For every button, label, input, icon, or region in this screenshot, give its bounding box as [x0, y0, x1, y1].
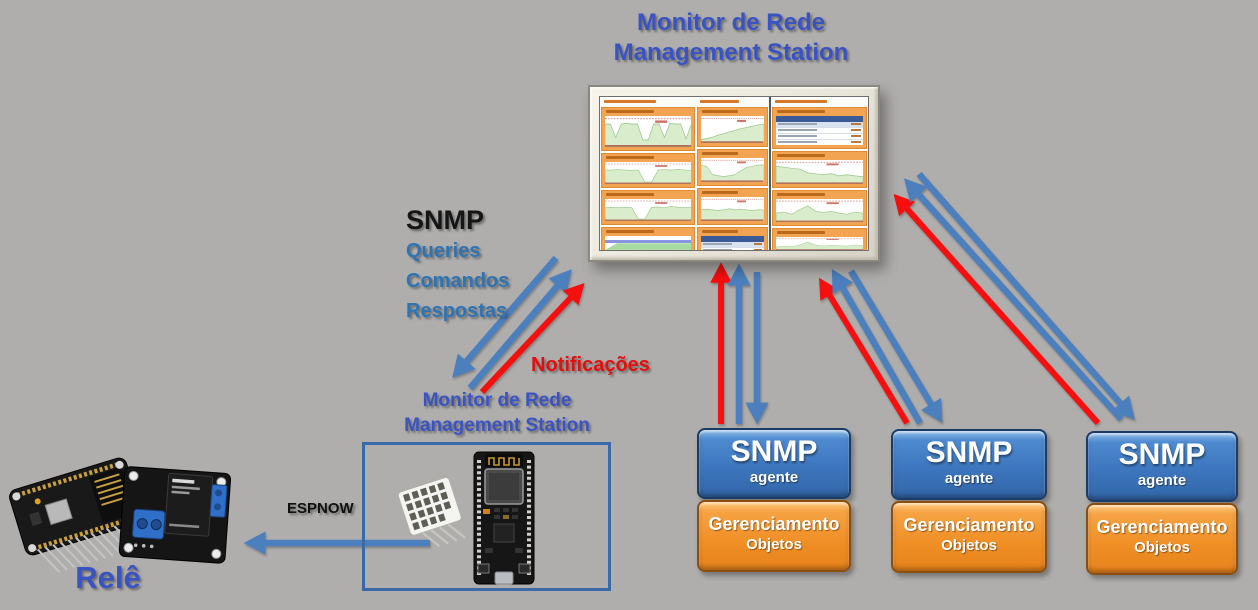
- dashboard-column: [768, 97, 868, 250]
- diagram-title-line2: Management Station: [613, 39, 849, 66]
- snmp-agent-3-mib-line1: Gerenciamento: [1096, 517, 1228, 537]
- dashboard-toolbar-strip: [771, 99, 867, 105]
- snmp-agent-1-subtitle: agente: [749, 469, 799, 486]
- dashboard-panel-body: [701, 116, 764, 143]
- dashboard-panel: [771, 228, 867, 250]
- snmp-agent-3-mib-line2: Objetos: [1134, 539, 1190, 556]
- diagram-title: Monitor de Rede Management Station: [576, 8, 886, 68]
- dashboard-panel: [697, 227, 768, 250]
- arrow-agent2-down: [848, 269, 943, 423]
- arrow-agent3-down: [916, 171, 1135, 420]
- dht22-sensor-image: [397, 476, 466, 548]
- dashboard-panel-body: [701, 197, 764, 221]
- arrow-agent2-red: [819, 277, 910, 425]
- snmp-agent-2-subtitle: agente: [944, 470, 994, 487]
- arrow-notifications: [479, 283, 585, 395]
- local-station-label: Monitor de Rede Management Station: [387, 388, 607, 438]
- snmp-agent-1-mib-line2: Objetos: [746, 536, 802, 553]
- snmp-agent-3: SNMP agente Gerenciamento Objetos: [1086, 431, 1238, 575]
- dashboard-panel-body: [605, 162, 692, 184]
- snmp-agent-1-mib-line1: Gerenciamento: [708, 514, 840, 534]
- snmp-agent-2: SNMP agente Gerenciamento Objetos: [891, 429, 1047, 573]
- snmp-item-comandos: Comandos: [406, 270, 510, 292]
- dashboard-column: [696, 97, 768, 250]
- snmp-agent-3-mib: Gerenciamento Objetos: [1086, 503, 1238, 575]
- snmp-agent-1-title: SNMP: [730, 435, 818, 468]
- snmp-heading: SNMP: [406, 205, 485, 235]
- dashboard-panel: [601, 190, 696, 225]
- dashboard-panel-body: [605, 116, 692, 147]
- notifications-label: Notificações: [531, 354, 650, 376]
- dashboard-panel-body: [775, 116, 863, 145]
- dashboard-panel: [601, 107, 696, 151]
- diagram-title-line1: Monitor de Rede: [636, 9, 825, 36]
- snmp-agent-3-title: SNMP: [1118, 438, 1206, 471]
- dashboard-panel: [771, 190, 867, 226]
- snmp-agent-1-header: SNMP agente: [697, 428, 851, 499]
- snmp-agent-3-header: SNMP agente: [1086, 431, 1238, 502]
- dashboard-panel-body: [775, 160, 863, 184]
- snmp-protocol-block: SNMP Queries Comandos Respostas: [406, 204, 509, 326]
- dashboard-toolbar-strip: [697, 99, 768, 105]
- snmp-agent-2-title: SNMP: [925, 436, 1013, 469]
- dashboard-panel: [771, 107, 867, 149]
- dashboard-panel-body: [605, 236, 692, 250]
- dashboard-panel: [771, 151, 867, 188]
- dashboard-panel: [601, 227, 696, 250]
- dashboard-panel: [601, 153, 696, 188]
- snmp-agent-1-mib: Gerenciamento Objetos: [697, 500, 851, 572]
- dashboard-panel-body: [701, 158, 764, 182]
- espnow-label: ESPNOW: [287, 500, 354, 517]
- relay-module-image: [118, 466, 232, 564]
- snmp-item-respostas: Respostas: [406, 300, 508, 322]
- arrow-agent3-up: [904, 178, 1124, 422]
- snmp-agent-2-header: SNMP agente: [891, 429, 1047, 500]
- dashboard-panel: [697, 107, 768, 147]
- local-station-label-line1: Monitor de Rede: [422, 390, 572, 411]
- snmp-agent-2-mib-line2: Objetos: [941, 537, 997, 554]
- snmp-agent-1: SNMP agente Gerenciamento Objetos: [697, 428, 851, 572]
- dashboard-toolbar-strip: [601, 99, 696, 105]
- nodemcu-board-image: [9, 457, 145, 573]
- arrow-queries-down: [452, 255, 559, 378]
- dashboard-panel-body: [701, 236, 764, 250]
- dashboard-panel-body: [605, 199, 692, 221]
- dashboard-panel-body: [775, 237, 863, 250]
- esp32-board-image: [473, 451, 535, 585]
- arrow-agent3-red: [893, 193, 1101, 425]
- snmp-agent-2-mib-line1: Gerenciamento: [903, 515, 1035, 535]
- local-station-box: [362, 442, 611, 591]
- dashboard-panel-body: [775, 199, 863, 222]
- arrow-queries-up: [467, 269, 572, 391]
- snmp-agent-3-subtitle: agente: [1137, 472, 1187, 489]
- dashboard-panel: [697, 188, 768, 225]
- dashboard-column: [600, 97, 696, 250]
- local-station-label-line2: Management Station: [404, 415, 590, 436]
- dashboard-panel: [697, 149, 768, 186]
- dashboard-screen: [599, 96, 869, 251]
- arrow-agent2-up: [831, 268, 923, 425]
- snmp-item-queries: Queries: [406, 240, 481, 262]
- rele-label: Relê: [75, 560, 141, 595]
- management-station-monitor: [588, 85, 880, 262]
- snmp-agent-2-mib: Gerenciamento Objetos: [891, 501, 1047, 573]
